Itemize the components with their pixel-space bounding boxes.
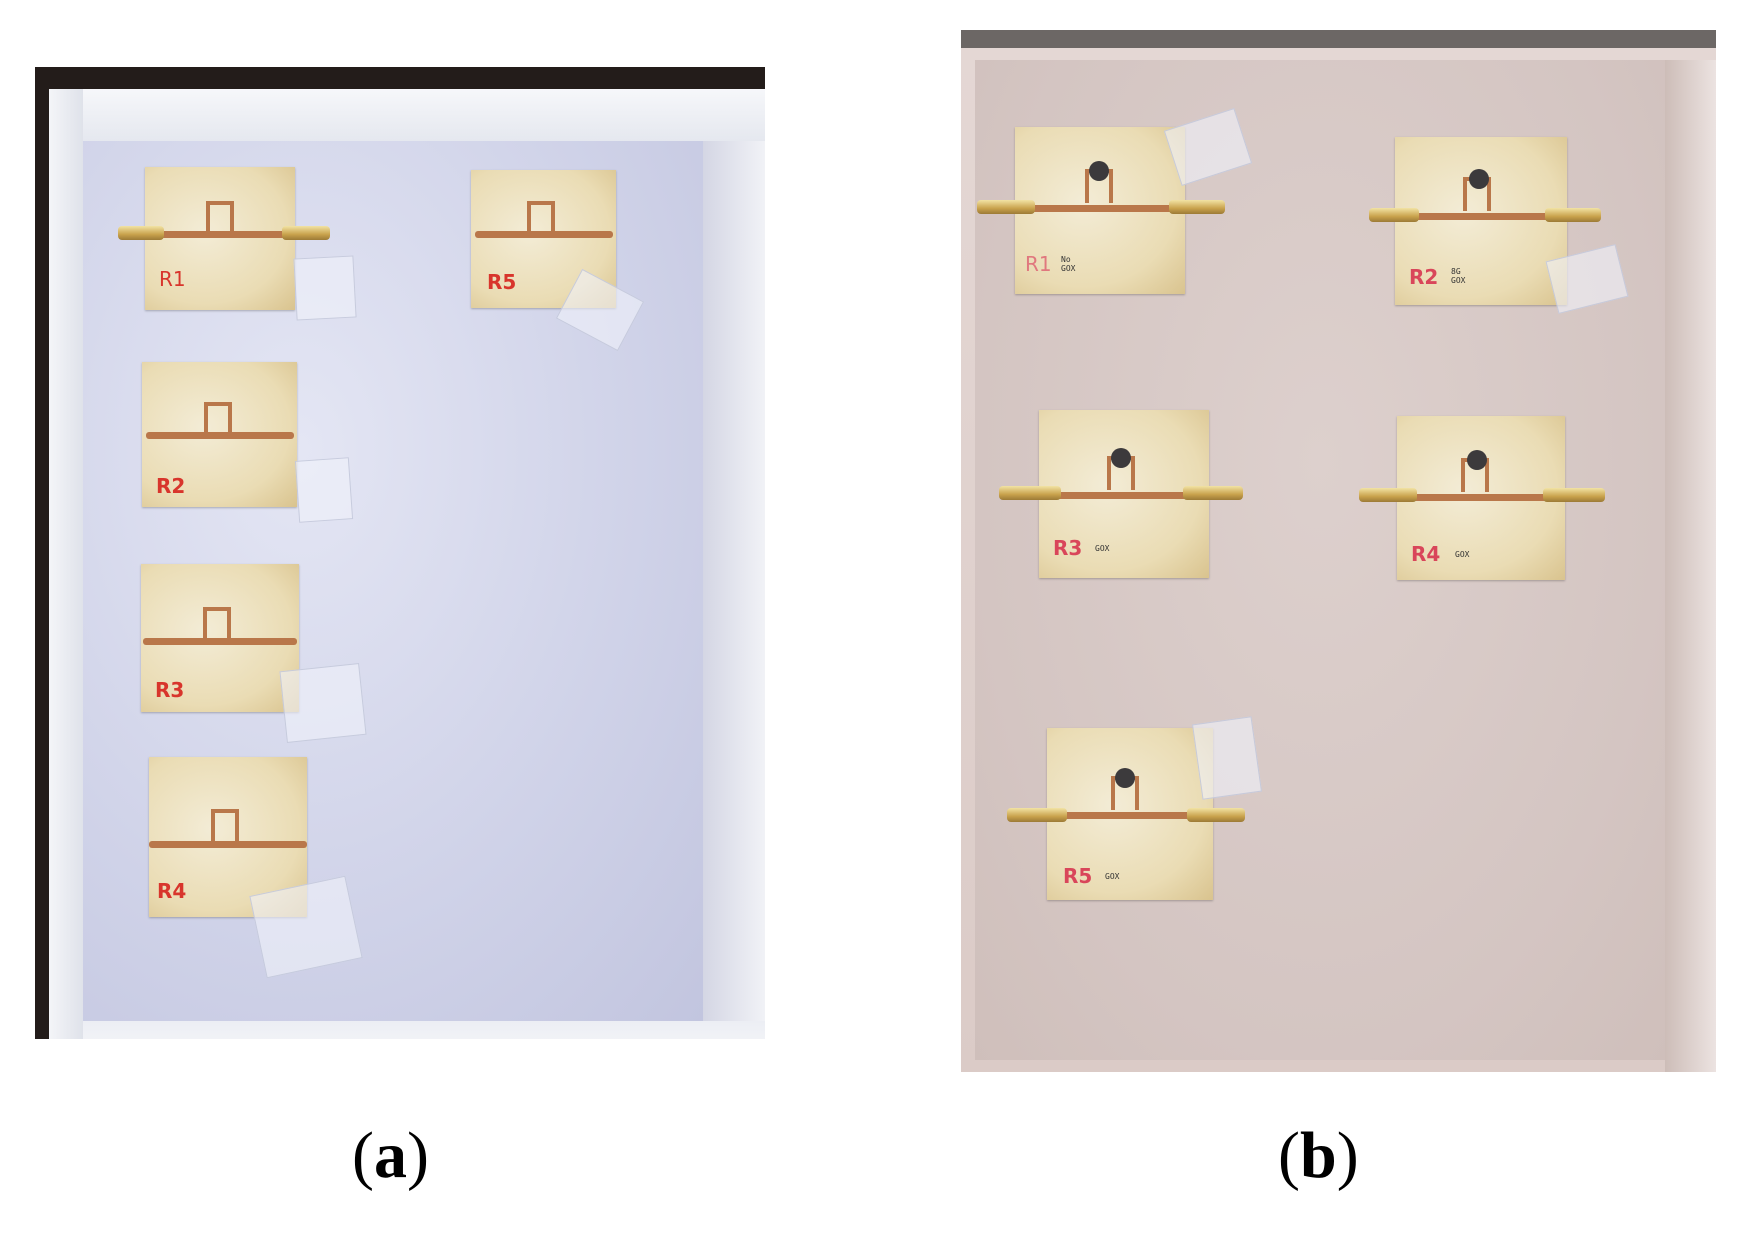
tape [293, 255, 357, 321]
board-label: R1 [1025, 252, 1052, 276]
board-label: R4 [1411, 542, 1441, 566]
box-top-wall [49, 89, 765, 141]
feed-line [1397, 494, 1565, 501]
caption-b: (b) [1278, 1119, 1359, 1192]
photo-panel-b: R1 No GOX R2 8G GOX R3 GOX R4 [961, 30, 1716, 1072]
gox-drop [1089, 161, 1109, 181]
board-label: R3 [1053, 536, 1083, 560]
board-label: R5 [1063, 864, 1093, 888]
feed-line [143, 638, 297, 645]
sma-connector-right [1545, 208, 1601, 222]
board-r4: R4 GOX [1397, 416, 1565, 580]
board-note: GOX [1095, 544, 1109, 553]
board-note: GOX [1455, 550, 1469, 559]
note-line: No [1061, 255, 1071, 264]
tape [294, 457, 354, 523]
sma-connector-left [999, 486, 1061, 500]
note-line: GOX [1095, 544, 1110, 553]
board-label: R3 [155, 678, 185, 702]
gox-drop [1469, 169, 1489, 189]
resonator [206, 201, 234, 235]
sma-connector-left [977, 200, 1035, 214]
board-note: No GOX [1061, 255, 1075, 273]
board-r3: R3 [141, 564, 299, 712]
resonator [211, 809, 239, 843]
board-label: R1 [159, 267, 186, 291]
feed-line [1047, 812, 1213, 819]
board-note: 8G GOX [1451, 267, 1465, 285]
gox-drop [1111, 448, 1131, 468]
box-bottom-wall [83, 1021, 765, 1039]
gox-drop [1467, 450, 1487, 470]
resonator [204, 402, 232, 436]
sma-connector-left [1359, 488, 1417, 502]
feed-line [475, 231, 613, 238]
board-r4: R4 [149, 757, 307, 917]
tape [1192, 716, 1262, 800]
note-line: GOX [1061, 264, 1076, 273]
board-r3: R3 GOX [1039, 410, 1209, 578]
feed-line [1039, 492, 1209, 499]
sma-connector-right [1183, 486, 1243, 500]
board-note: GOX [1105, 872, 1119, 881]
sma-connector-right [1187, 808, 1245, 822]
note-line: GOX [1455, 550, 1470, 559]
note-line: GOX [1105, 872, 1120, 881]
caption-letter: a [373, 1119, 407, 1192]
box-right-wall [1665, 60, 1716, 1072]
sma-connector-left [118, 226, 164, 240]
board-label: R2 [156, 474, 186, 498]
box-right-wall [703, 141, 765, 1039]
sma-connector-left [1007, 808, 1067, 822]
caption-a: (a) [352, 1119, 429, 1192]
sma-connector-right [282, 226, 330, 240]
box-left-wall [49, 89, 83, 1039]
board-label: R2 [1409, 265, 1439, 289]
board-r1: R1 No GOX [1015, 127, 1185, 294]
board-r2: R2 [142, 362, 297, 507]
caption-letter: b [1299, 1119, 1337, 1192]
note-line: 8G [1451, 267, 1461, 276]
sma-connector-right [1169, 200, 1225, 214]
sma-connector-right [1543, 488, 1605, 502]
resonator [527, 201, 555, 235]
photo-panel-a: R1 R5 R2 R3 R4 [35, 67, 765, 1039]
tape [279, 663, 367, 743]
feed-line [146, 432, 294, 439]
feed-line [1395, 213, 1567, 220]
sma-connector-left [1369, 208, 1419, 222]
resonator [203, 607, 231, 641]
board-label: R5 [487, 270, 517, 294]
board-r1: R1 [145, 167, 295, 310]
board-r2: R2 8G GOX [1395, 137, 1567, 305]
board-label: R4 [157, 879, 187, 903]
note-line: GOX [1451, 276, 1466, 285]
feed-line [155, 231, 285, 238]
board-r5: R5 GOX [1047, 728, 1213, 900]
feed-line [1015, 205, 1185, 212]
gox-drop [1115, 768, 1135, 788]
feed-line [149, 841, 307, 848]
